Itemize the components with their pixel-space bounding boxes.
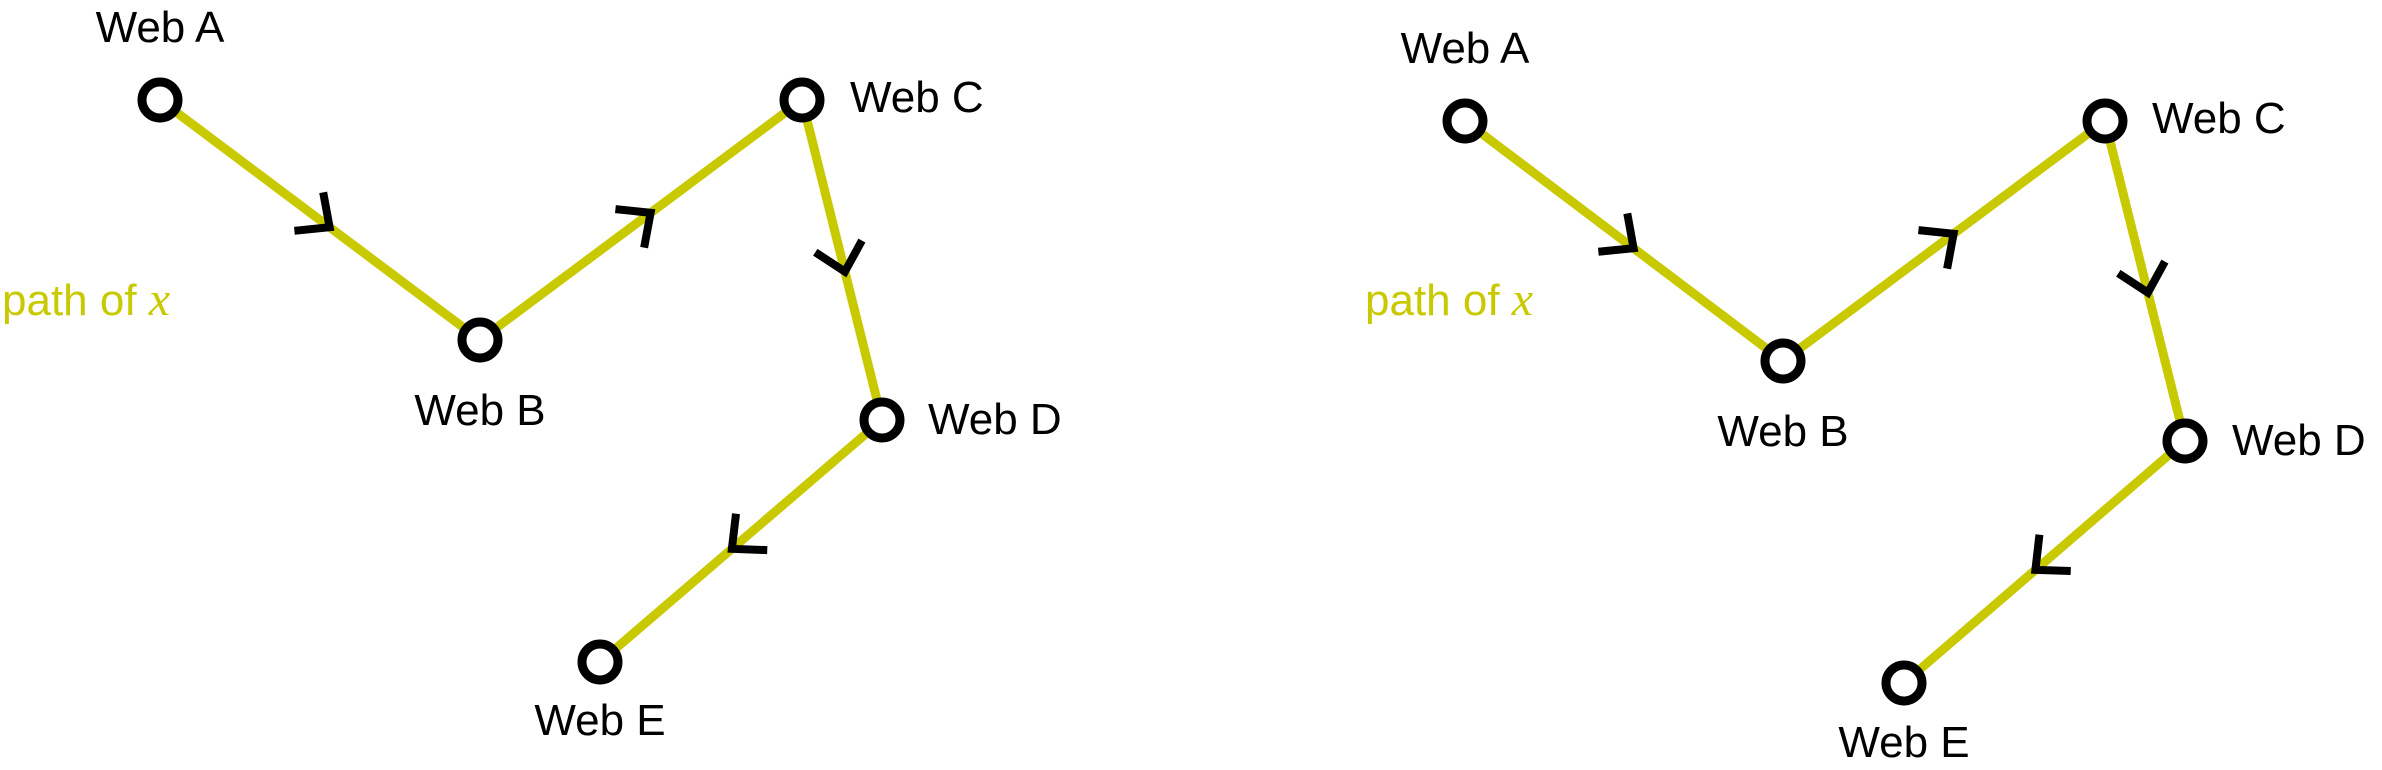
node-label-web-a: Web A [96,3,225,52]
path-label-text: path of [1365,276,1512,325]
chevron-icon [615,205,656,249]
arrow-d-e-icon [727,513,768,555]
direction-arrows [293,191,866,555]
chevron-icon [813,238,866,278]
node-labels: Web A Web B Web C Web D Web E [1401,24,2366,767]
diagram-left: Web A Web B Web C Web D Web E path of x [2,3,1062,745]
edge-a-b [1460,116,1788,366]
arrow-b-c-icon [615,205,656,249]
node-web-a [137,77,183,123]
node-label-web-b: Web B [1717,407,1848,456]
edge-d-e [1899,436,2190,688]
path-edges [1460,116,2190,688]
chevron-icon [2116,259,2169,299]
edge-c-d [2100,116,2190,446]
node-label-web-d: Web D [2232,416,2366,465]
node-web-c [2082,98,2128,144]
edge-b-c [475,95,807,345]
node-web-d [2162,418,2208,464]
arrow-b-c-icon [1918,226,1959,270]
direction-arrows [1597,212,2169,576]
chevron-icon [1918,226,1959,270]
node-label-web-d: Web D [928,395,1062,444]
chevron-icon [293,191,335,235]
path-label-variable: x [148,273,170,326]
node-web-b [457,317,503,363]
edge-d-e [595,415,887,667]
node-label-web-e: Web E [534,696,665,745]
node-label-web-b: Web B [414,386,545,435]
web-nodes [137,77,905,685]
chevron-icon [2030,534,2071,576]
path-label-text: path of [2,276,149,325]
web-nodes [1442,98,2208,706]
edge-c-d [797,95,887,425]
edge-a-b [155,95,485,345]
edge-b-c [1778,116,2110,366]
path-label: path of x [1365,273,1533,326]
node-label-web-a: Web A [1401,24,1530,73]
node-labels: Web A Web B Web C Web D Web E [96,3,1062,745]
path-label-variable: x [1511,273,1533,326]
node-label-web-c: Web C [850,73,984,122]
arrow-d-e-icon [2030,534,2071,576]
node-web-a [1442,98,1488,144]
arrow-c-d-icon [813,238,866,278]
diagram-right: Web A Web B Web C Web D Web E path of x [1365,24,2366,767]
node-label-web-c: Web C [2152,94,2286,143]
node-label-web-e: Web E [1838,718,1969,767]
path-edges [155,95,887,667]
node-web-e [1881,660,1927,706]
path-label: path of x [2,273,170,326]
node-web-c [779,77,825,123]
node-web-b [1760,338,1806,384]
node-web-d [859,397,905,443]
node-web-e [577,639,623,685]
arrow-a-b-icon [1597,212,1639,256]
arrow-a-b-icon [293,191,335,235]
chevron-icon [1597,212,1639,256]
arrow-c-d-icon [2116,259,2169,299]
chevron-icon [727,513,768,555]
